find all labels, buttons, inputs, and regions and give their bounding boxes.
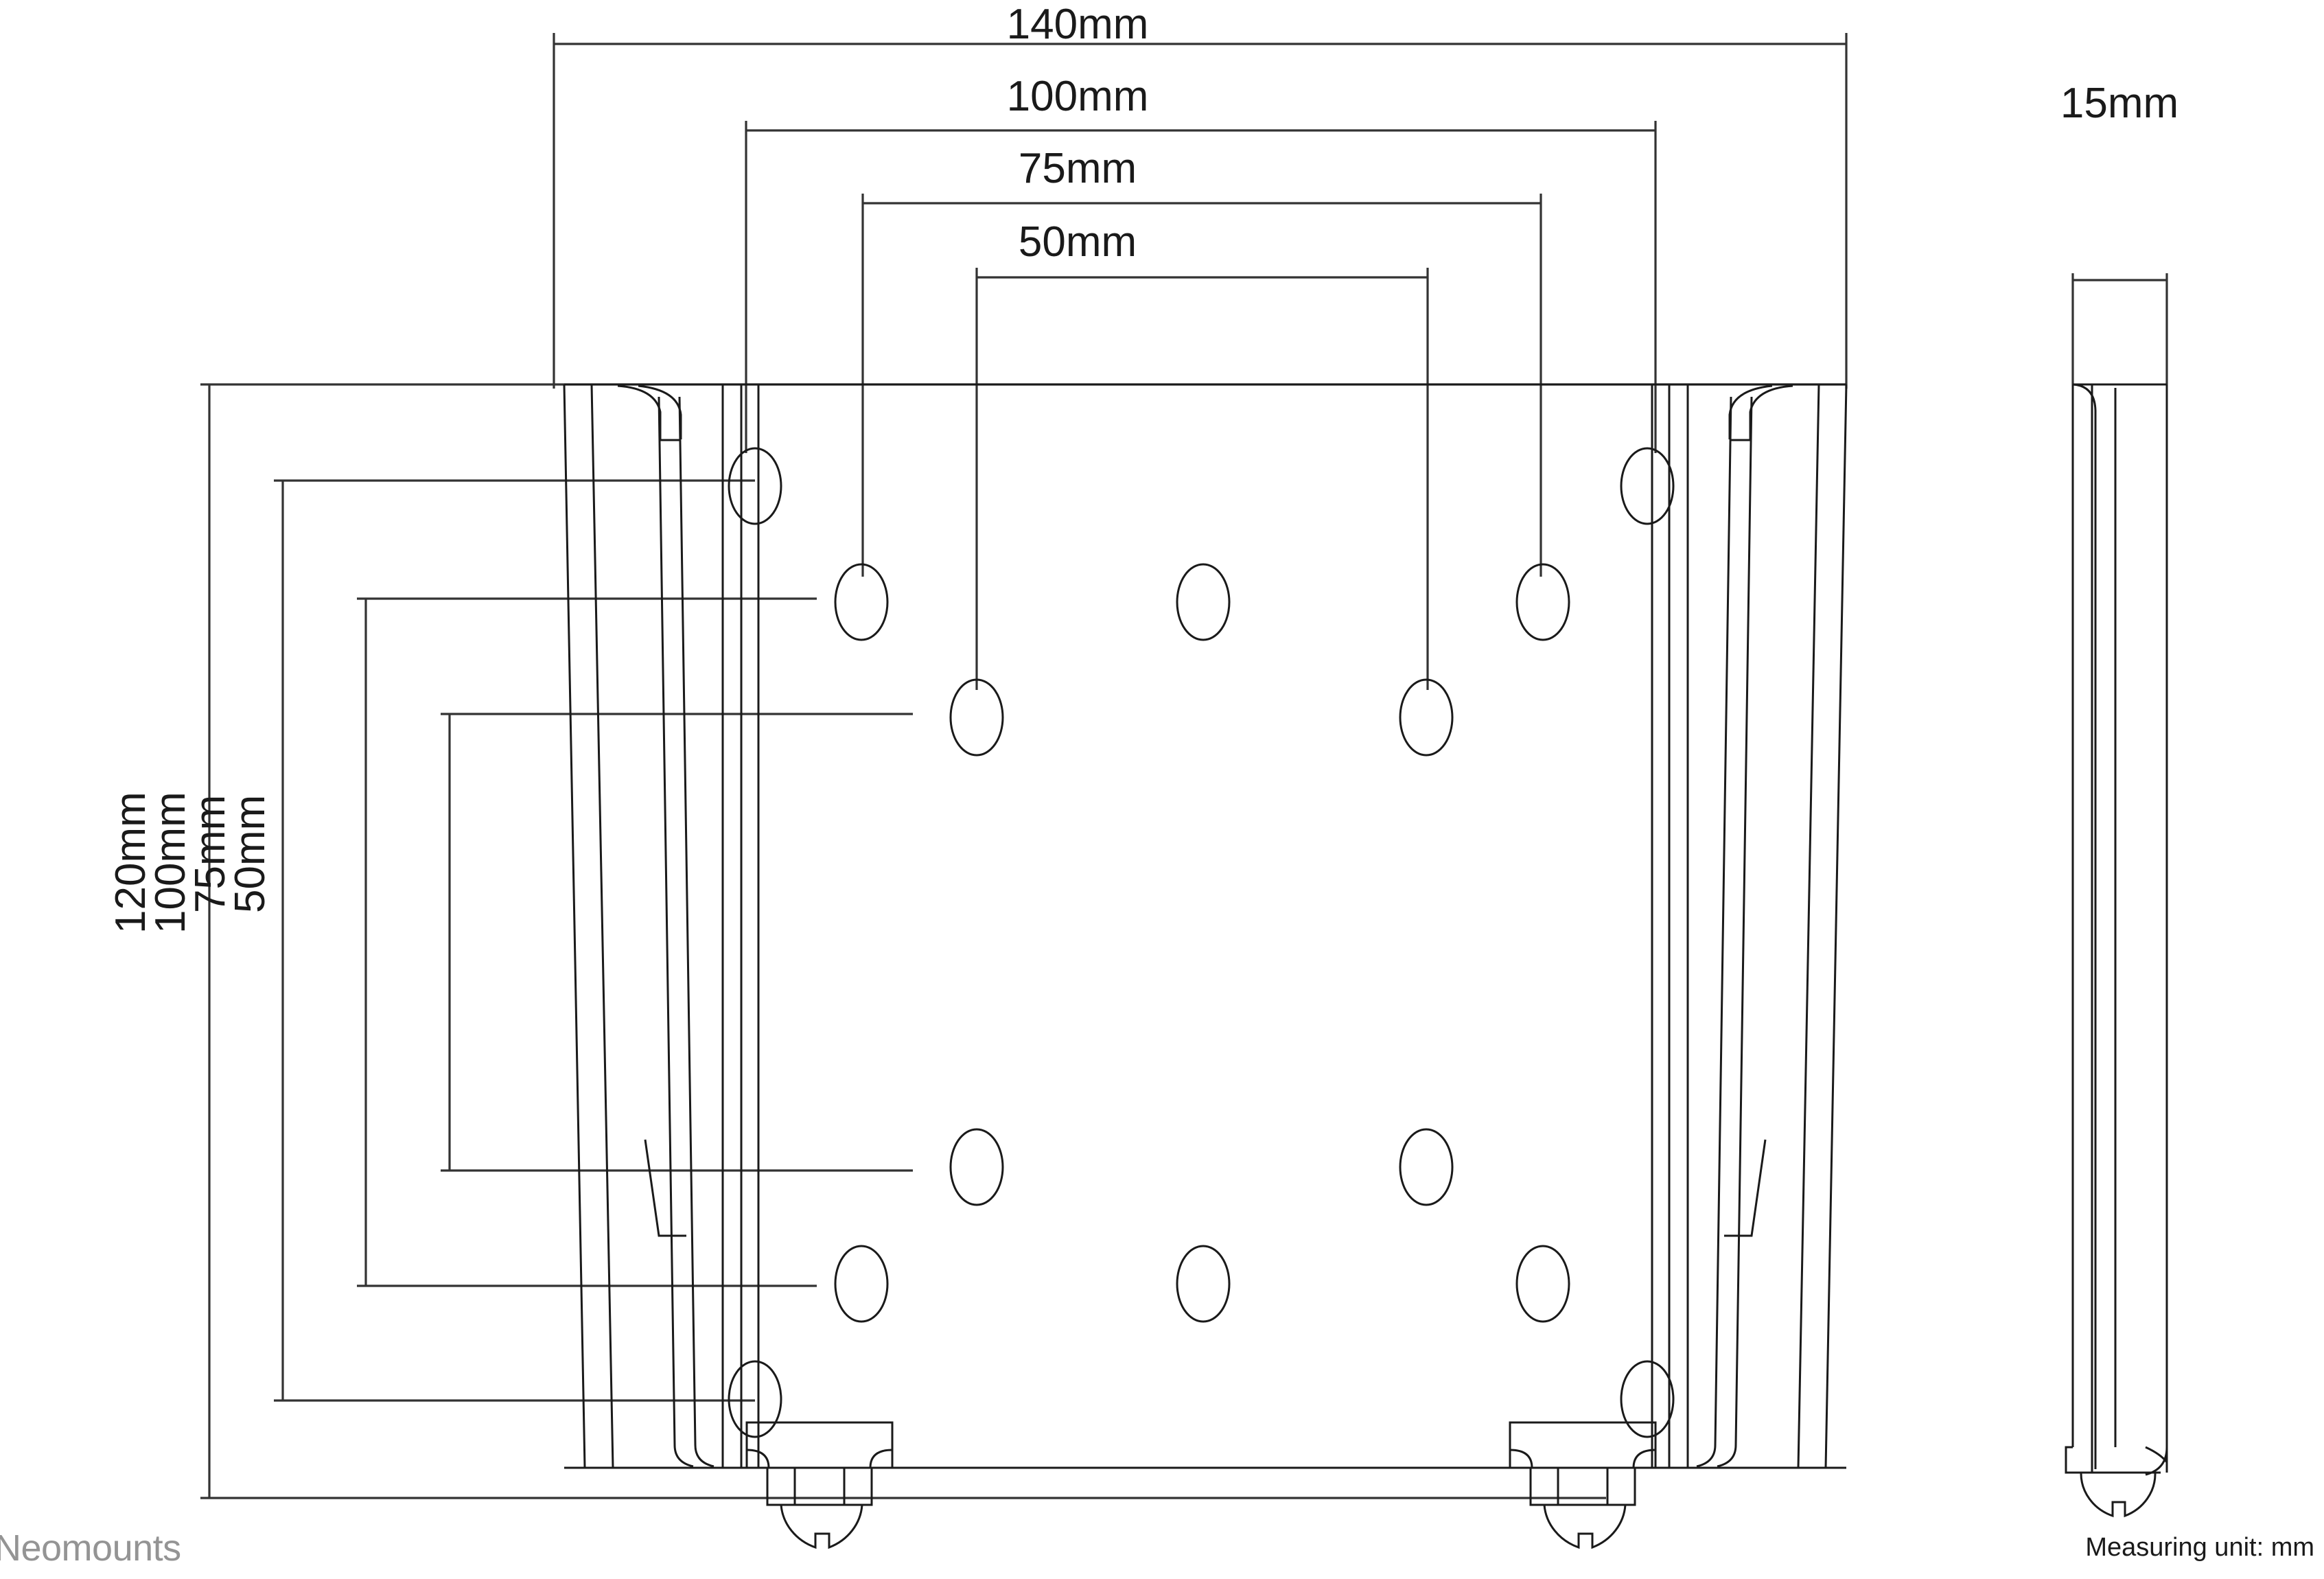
right-flange-fold-arc-b [1728,384,1773,439]
hook-left-notch-a [746,1449,770,1468]
dim-100-group [745,121,1657,453]
hole-tl-100 [728,447,782,525]
measuring-unit-note: Measuring unit: mm [2085,1533,2314,1562]
dim-label-75mm-vertical: 75mm [187,794,234,913]
side-hook-round-corner [2145,1447,2168,1476]
hole-bc-lower [1176,1245,1231,1323]
dim-label-50mm-horizontal: 50mm [1018,218,1137,266]
right-flange-relief-cut [1724,1139,1767,1237]
side-view [2065,273,2168,1518]
side-hook-band [2065,1446,2161,1474]
side-bottom-hook [2065,1446,2168,1518]
dim-label-50mm-vertical: 50mm [226,794,274,913]
horizontal-dimension-lines [553,33,1848,690]
hook-left-tab [745,1421,894,1469]
left-flange-fold-arc-b [638,384,682,439]
hook-right-tab [1509,1421,1657,1469]
left-flange-fold-arc-a [617,384,662,439]
neomounts-logo: Neomounts [0,1528,181,1569]
dim-50-group [975,268,1429,690]
hook-right-notch-a [1509,1449,1533,1468]
side-hook-corner-chamfer [2145,1446,2168,1463]
dim-label-100mm-vertical: 100mm [147,792,194,934]
hole-bl-75 [834,1245,889,1323]
dim-label-100mm-horizontal: 100mm [1006,73,1149,120]
front-view [563,383,1848,1549]
hook-left-notch-b [869,1449,893,1468]
right-flange-line-4 [1696,396,1732,1468]
dim-15-group [2071,273,2168,384]
vertical-dimension-lines [200,383,1846,1499]
hook-left-band [766,1468,873,1506]
left-flange-line-3 [658,396,694,1468]
dim-label-140mm: 140mm [1006,1,1149,48]
dim-label-15mm: 15mm [2060,80,2179,127]
hole-tl-75 [834,563,889,641]
left-flange-relief-cut [644,1139,686,1237]
right-flange-fold-arc-a [1749,384,1793,439]
hole-tr-100 [1620,447,1675,525]
left-flange [563,384,760,1468]
dim-140-group [553,33,1848,389]
hole-tl-50 [949,678,1004,757]
hole-tc-upper [1176,563,1231,641]
right-flange-line-2 [1797,384,1820,1468]
left-flange-outer-line [563,384,586,1468]
dim-v-50-group [441,713,913,1172]
hook-right-band [1529,1468,1636,1506]
right-flange [1651,384,1848,1468]
bottom-hook-right [1509,1421,1657,1549]
dim-v-120-group [200,383,1846,1499]
side-hook-semicircle [2080,1472,2157,1518]
bottom-hook-left [745,1421,894,1549]
dim-label-120mm-vertical: 120mm [107,792,154,934]
hole-br-100 [1620,1360,1675,1438]
right-flange-line-3 [1717,396,1753,1468]
dim-v-75-group [357,597,817,1287]
hole-tr-50 [1399,678,1454,757]
side-fold-line-a [2072,383,2097,1469]
mounting-holes [728,447,1675,1438]
hook-right-semicircle [1543,1504,1627,1549]
hole-br-75 [1515,1245,1570,1323]
hole-tr-75 [1515,563,1570,641]
dim-label-75mm-horizontal: 75mm [1018,145,1137,192]
left-flange-line-2 [590,384,614,1468]
hook-right-notch-b [1632,1449,1656,1468]
hole-bl-100 [728,1360,782,1438]
hole-bl-50 [949,1128,1004,1206]
left-flange-line-4 [678,396,714,1468]
right-flange-outer-line [1824,384,1848,1468]
hole-br-50 [1399,1128,1454,1206]
hook-left-semicircle [780,1504,863,1549]
